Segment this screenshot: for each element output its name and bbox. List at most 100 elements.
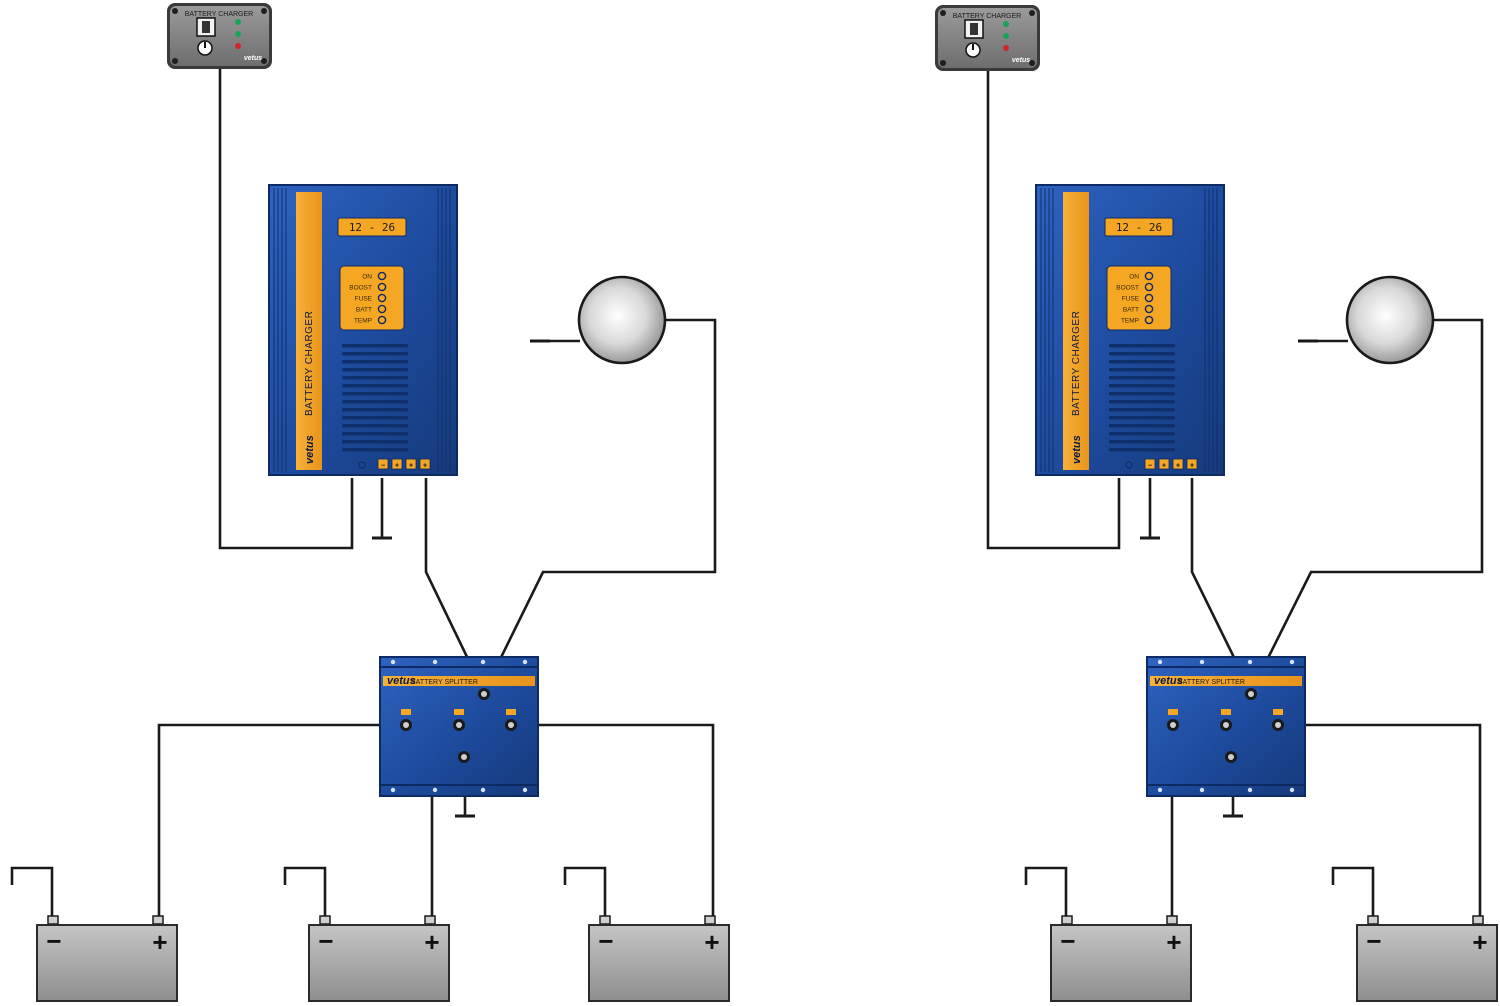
red-led-icon [235,43,241,49]
status-led-icon [377,304,387,314]
status-led-label: BOOST [349,285,372,292]
vent-slot [342,352,408,356]
status-led-label: BATT [356,307,372,314]
splitter-screw-icon [1199,787,1205,793]
terminal-nut-icon [1228,754,1234,760]
splitter-screw-icon [390,659,396,665]
splitter-top-rail [1146,666,1306,668]
status-led-label: FUSE [355,296,373,303]
status-led-icon [1144,282,1154,292]
terminal-nut-icon [481,691,487,697]
screw-icon [172,58,178,64]
battery-plus-sign: + [1166,927,1181,957]
battery-face [590,926,728,1000]
battery-plus-sign: + [424,927,439,957]
battery-positive-post [704,915,716,925]
vent-slot [1109,408,1175,412]
status-led-icon [1144,271,1154,281]
terminal-nut-icon [1223,722,1229,728]
output-tag [506,709,516,715]
vent-slot [342,408,408,412]
lamp-wire [483,318,717,691]
vent-slot [1109,376,1175,380]
battery-minus-sign: − [46,926,61,956]
output-tag [1221,709,1231,715]
splitter-screw-icon [522,787,528,793]
battery-ground-wire [1024,866,1068,918]
battery-ground-wire [563,866,607,918]
voltage-display-text: 12 - 26 [1116,221,1162,234]
vent-slot [1109,400,1175,404]
vent-slot [1109,440,1175,444]
splitter-label: BATTERY SPLITTER [411,679,478,686]
vent-slot [1109,368,1175,372]
charger-terminal [405,458,417,470]
green-led-icon [235,19,241,25]
vent-slot [342,400,408,404]
splitter-brand: vetus [387,675,416,687]
charger-terminal-sign: + [1162,463,1166,470]
remote-cable-wire [986,70,1121,550]
vent-slot [342,416,408,420]
battery-negative-post [1061,915,1073,925]
splitter-screw-icon [1289,787,1295,793]
status-led-label: ON [362,274,372,281]
remote-panel-brand: vetus [244,55,262,62]
screw-icon [261,58,267,64]
remote-panel-face [938,8,1037,68]
charger-terminal [1158,458,1170,470]
status-led-icon [1144,304,1154,314]
lamp-wire [1250,318,1484,691]
battery: −+ [588,915,730,1002]
charger-label: BATTERY CHARGER [1071,311,1082,416]
orange-stripe [1063,192,1089,470]
battery-plus-sign: + [1472,927,1487,957]
status-led-label: BATT [1123,307,1139,314]
switch-rocker-icon [202,21,210,33]
splitter-screw-icon [1157,787,1163,793]
charger-terminal [391,458,403,470]
battery-face [38,926,176,1000]
battery: −+ [1356,915,1498,1002]
orange-stripe [296,192,322,470]
battery-minus-sign: − [1366,926,1381,956]
screw-icon [172,8,178,14]
output-tag [401,709,411,715]
vent-slot [1109,424,1175,428]
vent-slot [342,448,408,452]
vent-slot [1109,352,1175,356]
remote-panel-brand: vetus [1012,57,1030,64]
splitter-bottom-rail [1146,784,1306,786]
battery: −+ [36,915,178,1002]
vent-slot [1109,360,1175,364]
output-tag [1168,709,1178,715]
vent-slot [1109,432,1175,436]
battery-negative-post [599,915,611,925]
status-led-icon [1144,293,1154,303]
screw-icon [1029,60,1035,66]
vent-slot [342,368,408,372]
battery-minus-sign: − [598,926,613,956]
green-led-icon [1003,33,1009,39]
charger-brand: vetus [304,435,316,464]
remote-panel-face [170,6,269,66]
lamp-icon [577,275,667,365]
status-led-panel [339,265,405,331]
splitter-screw-icon [522,659,528,665]
charger-terminal-sign: + [1176,463,1180,470]
charger-label: BATTERY CHARGER [304,311,315,416]
splitter-screw-icon [1247,659,1253,665]
vent-slot [342,432,408,436]
charger-brand: vetus [1071,435,1083,464]
battery-plus-sign: + [704,927,719,957]
splitter-screw-icon [1247,787,1253,793]
terminal-nut-icon [508,722,514,728]
charger-terminal-sign: + [395,463,399,470]
battery-positive-post [424,915,436,925]
charger-terminal-sign: − [381,463,385,470]
status-led-label: ON [1129,274,1139,281]
terminal-nut-icon [456,722,462,728]
terminal-nut-icon [461,754,467,760]
